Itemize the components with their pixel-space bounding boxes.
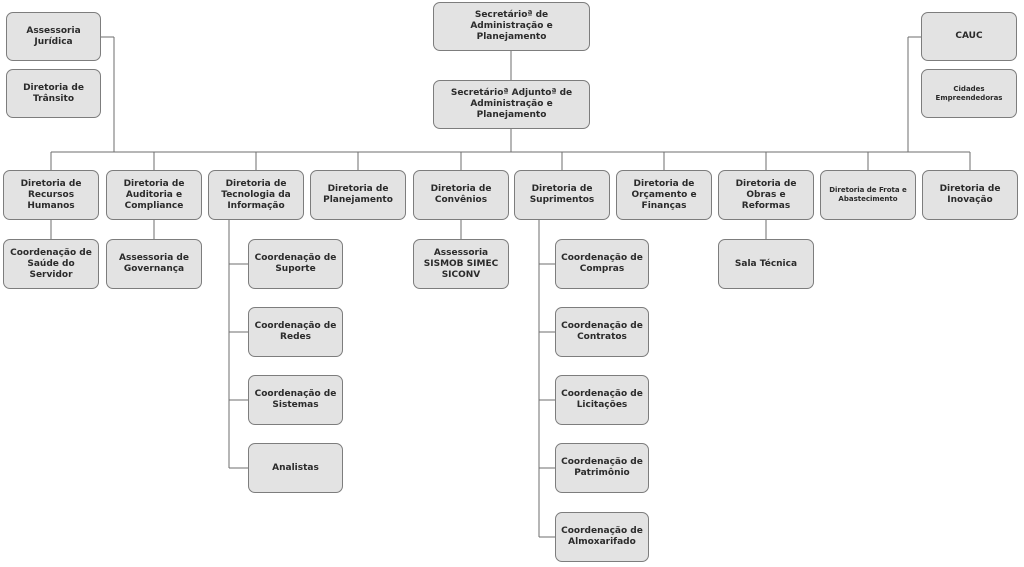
coordenacao-contratos-box: Coordenação de Contratos [555, 307, 649, 357]
diretoria-planejamento-box: Diretoria de Planejamento [310, 170, 406, 220]
diretoria-obras-box: Diretoria de Obras e Reformas [718, 170, 814, 220]
diretoria-orcamento-box: Diretoria de Orçamento e Finanças [616, 170, 712, 220]
coordenacao-compras-box: Coordenação de Compras [555, 239, 649, 289]
diretoria-convenios-box: Diretoria de Convênios [413, 170, 509, 220]
diretoria-inovacao-box: Diretoria de Inovação [922, 170, 1018, 220]
coordenacao-redes-box: Coordenação de Redes [248, 307, 343, 357]
diretoria-rh-box: Diretoria de Recursos Humanos [3, 170, 99, 220]
coordenacao-suporte-box: Coordenação de Suporte [248, 239, 343, 289]
coordenacao-sistemas-box: Coordenação de Sistemas [248, 375, 343, 425]
diretoria-ti-box: Diretoria de Tecnologia da Informação [208, 170, 304, 220]
analistas-box: Analistas [248, 443, 343, 493]
cidades-empreendedoras-box: Cidades Empreendedoras [921, 69, 1017, 118]
coordenacao-almoxarifado-box: Coordenação de Almoxarifado [555, 512, 649, 562]
sala-tecnica-box: Sala Técnica [718, 239, 814, 289]
assessoria-sismob-box: Assessoria SISMOB SIMEC SICONV [413, 239, 509, 289]
coordenacao-patrimonio-box: Coordenação de Patrimônio [555, 443, 649, 493]
diretoria-frota-box: Diretoria de Frota e Abastecimento [820, 170, 916, 220]
cauc-box: CAUC [921, 12, 1017, 61]
diretoria-transito-box: Diretoria de Trânsito [6, 69, 101, 118]
assessoria-governanca-box: Assessoria de Governança [106, 239, 202, 289]
secretario-box: Secretárioª de Administração e Planejame… [433, 2, 590, 51]
diretoria-suprimentos-box: Diretoria de Suprimentos [514, 170, 610, 220]
coordenacao-licitacoes-box: Coordenação de Licitações [555, 375, 649, 425]
diretoria-auditoria-box: Diretoria de Auditoria e Compliance [106, 170, 202, 220]
assessoria-juridica-box: Assessoria Jurídica [6, 12, 101, 61]
coordenacao-saude-servidor-box: Coordenação de Saúde do Servidor [3, 239, 99, 289]
secretario-adjunto-box: Secretárioª Adjuntoª de Administração e … [433, 80, 590, 129]
